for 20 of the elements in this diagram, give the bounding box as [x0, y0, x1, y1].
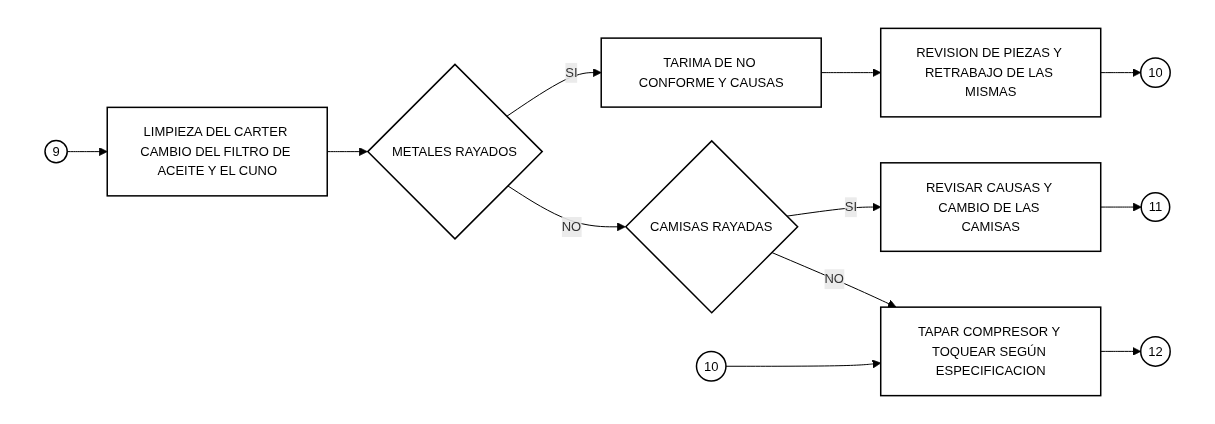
node-diamond: METALES RAYADOS: [366, 63, 544, 240]
node-box: REVISAR CAUSAS Y CAMBIO DE LAS CAMISAS: [879, 162, 1102, 253]
node-box: TARIMA DE NO CONFORME Y CAUSAS: [600, 37, 822, 108]
edge-label: NO: [824, 271, 844, 287]
node-circle: 12: [1139, 335, 1171, 367]
arrow: [1100, 202, 1142, 212]
node-box: REVISION DE PIEZAS Y RETRABAJO DE LAS MISMAS: [879, 27, 1102, 118]
node-circle: 10: [695, 350, 727, 382]
node-box: TAPAR COMPRESOR Y TOQUEAR SEGÚN ESPECIFICACION: [879, 306, 1102, 397]
edge-label: SI: [565, 64, 578, 80]
arrow: [725, 359, 881, 369]
edge-label: NO: [561, 219, 582, 235]
node-circle: 9: [44, 139, 68, 164]
arrow: [507, 185, 626, 232]
node-box: LIMPIEZA DEL CARTER CAMBIO DEL FILTRO DE ACEITE Y EL CUNO: [106, 106, 328, 197]
arrow: [505, 68, 602, 117]
node-circle: 10: [1139, 57, 1171, 89]
node-circle: 11: [1140, 192, 1171, 223]
edge-label: SI: [844, 199, 858, 215]
node-diamond: CAMISAS RAYADAS: [624, 139, 799, 314]
